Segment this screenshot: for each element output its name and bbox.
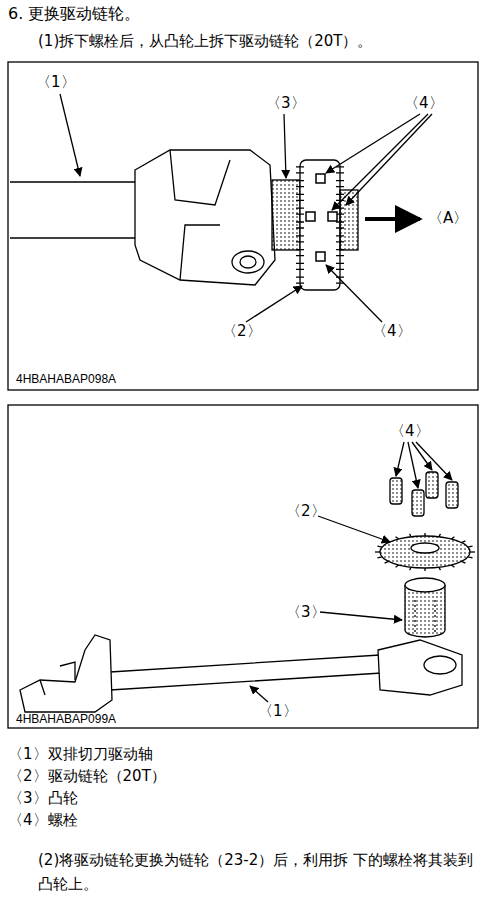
sprocket-tooth	[296, 208, 304, 214]
drive-shaft	[110, 655, 382, 690]
callout-number: 〈A〉	[428, 209, 468, 228]
figure-code: 4HBAHABAP098A	[16, 370, 116, 389]
callout-number: 〈1〉	[36, 73, 76, 92]
sprocket-tooth	[296, 277, 304, 283]
instruction-text: (1)拆下螺栓后，从凸轮上拆下驱动链轮（20T）。	[38, 32, 373, 51]
sprocket-tooth	[375, 551, 380, 552]
bolt	[390, 472, 458, 516]
callout-number: 〈2〉	[222, 322, 262, 341]
sprocket-tooth	[451, 537, 454, 539]
leader-line	[60, 94, 432, 322]
callout-number: 〈1〉	[258, 702, 298, 721]
sprocket-tooth	[296, 167, 304, 173]
sprocket-tooth	[336, 181, 344, 187]
sprocket	[300, 160, 340, 290]
callout-number: 〈2〉	[286, 502, 326, 521]
sprocket-tooth	[377, 545, 382, 547]
sprocket-tooth	[296, 250, 304, 256]
yoke	[378, 640, 462, 695]
sprocket-tooth	[396, 565, 399, 567]
sprocket-tooth	[451, 565, 454, 567]
sprocket-tooth	[439, 534, 441, 537]
cam	[405, 585, 445, 637]
callout-number: 〈4〉	[390, 422, 430, 441]
legend-line: 〈4〉螺栓	[8, 811, 78, 830]
sprocket-tooth	[296, 194, 304, 200]
callout-number: 〈4〉	[372, 322, 412, 341]
sprocket-tooth	[377, 556, 382, 558]
bracket	[20, 635, 112, 712]
sprocket-tooth	[470, 551, 475, 552]
legend-line: 〈2〉驱动链轮（20T）	[8, 767, 166, 786]
sprocket-tooth	[461, 541, 465, 543]
callout-number: 〈3〉	[266, 94, 306, 113]
leader-line	[250, 442, 452, 702]
drive-shaft	[10, 182, 135, 238]
sprocket-tooth	[468, 545, 473, 547]
step-title: 6. 更换驱动链轮。	[8, 4, 140, 23]
sprocket	[380, 536, 470, 568]
instruction-text: (2)将驱动链轮更换为链轮（23-2）后，利用拆 下的螺栓将其装到凸轮上。	[38, 848, 478, 896]
sprocket-tooth	[296, 181, 304, 187]
housing	[135, 150, 275, 285]
figure-frame	[8, 405, 478, 728]
sprocket-tooth	[468, 556, 473, 558]
sprocket-tooth	[336, 263, 344, 269]
sprocket-tooth	[410, 567, 412, 570]
legend-line: 〈1〉双排切刀驱动轴	[8, 745, 153, 764]
sprocket-tooth	[296, 236, 304, 242]
sprocket-tooth	[461, 561, 465, 563]
cam	[272, 180, 300, 250]
sprocket-tooth	[424, 533, 425, 536]
sprocket-tooth	[410, 534, 412, 537]
sprocket-tooth	[424, 568, 425, 571]
sprocket-tooth	[336, 167, 344, 173]
sprocket-tooth	[396, 537, 399, 539]
callout-number: 〈3〉	[286, 603, 326, 622]
sprocket-tooth	[296, 222, 304, 228]
direction-arrow	[365, 217, 420, 221]
figure-code: 4HBAHABAP099A	[16, 710, 116, 729]
callout-number: 〈4〉	[404, 94, 444, 113]
sprocket-tooth	[296, 263, 304, 269]
sprocket-tooth	[385, 561, 389, 563]
figure-frame	[8, 62, 478, 390]
sprocket-tooth	[439, 567, 441, 570]
legend-line: 〈3〉凸轮	[8, 789, 78, 808]
